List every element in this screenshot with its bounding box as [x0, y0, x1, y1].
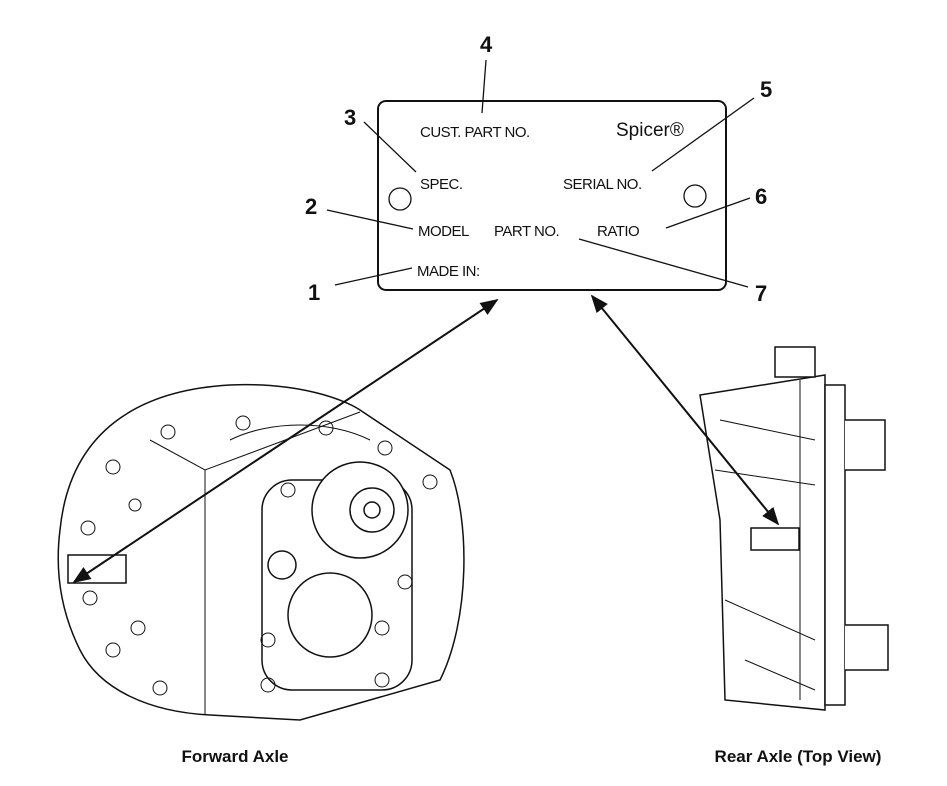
- callout-5: 5: [760, 77, 772, 102]
- identification-plate: CUST. PART NO. Spicer® SPEC. SERIAL NO. …: [377, 100, 727, 291]
- callout-7: 7: [755, 281, 767, 306]
- callout-6: 6: [755, 184, 767, 209]
- forward-axle-caption: Forward Axle: [181, 747, 288, 766]
- rear-axle-illustration: [699, 346, 889, 711]
- mounting-hole-left: [388, 187, 412, 211]
- plate-model: MODEL: [418, 223, 469, 240]
- callout-4: 4: [480, 32, 493, 57]
- rear-axle-arrow: [590, 294, 780, 526]
- plate-ratio: RATIO: [597, 223, 639, 240]
- callout-1: 1: [308, 280, 320, 305]
- plate-serial-no: SERIAL NO.: [563, 176, 642, 193]
- plate-brand-logo: Spicer®: [616, 120, 684, 141]
- mounting-hole-right: [683, 184, 707, 208]
- plate-made-in: MADE IN:: [417, 263, 480, 280]
- rear-axle-caption: Rear Axle (Top View): [715, 747, 882, 766]
- rear-axle-id-plate: [750, 527, 800, 551]
- plate-cust-part-no: CUST. PART NO.: [420, 124, 530, 141]
- plate-part-no: PART NO.: [494, 223, 559, 240]
- callout-2: 2: [305, 194, 317, 219]
- forward-axle-arrow: [72, 299, 499, 583]
- forward-axle-id-plate: [67, 554, 127, 584]
- callout-3: 3: [344, 105, 356, 130]
- plate-spec: SPEC.: [420, 176, 463, 193]
- callouts: 1 2 3 4 5 6 7: [305, 32, 772, 306]
